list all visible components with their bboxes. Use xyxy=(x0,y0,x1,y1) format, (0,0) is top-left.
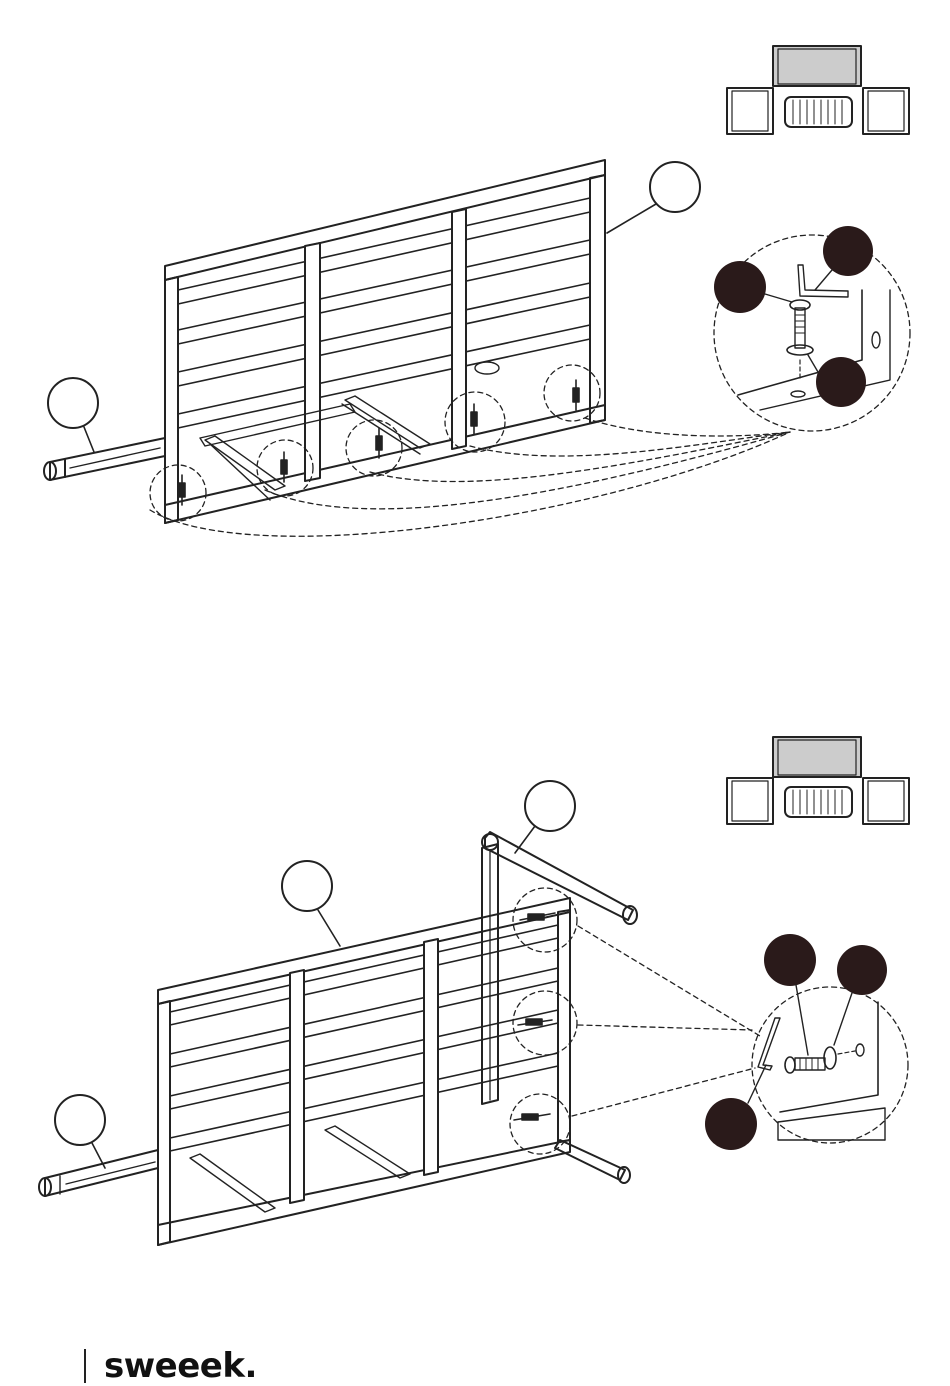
allen-key-detail xyxy=(758,1018,780,1070)
armrest-leg xyxy=(482,832,637,1183)
part-callout-back-panel xyxy=(282,861,332,911)
part-callout-back-panel xyxy=(650,162,700,212)
detail-view-2 xyxy=(758,1002,885,1140)
fixing-highlight-circles xyxy=(150,235,910,536)
assembly-step-2 xyxy=(0,720,950,1280)
back-panel xyxy=(158,898,570,1245)
hardware-callout-bolt xyxy=(714,261,766,313)
hardware-callout-allen-key xyxy=(823,226,873,276)
locator-right-armchair xyxy=(863,88,909,134)
locator-left-armchair xyxy=(727,88,773,134)
brand-logo: sweeek. xyxy=(104,1346,257,1386)
back-panel xyxy=(165,160,605,523)
part-callout-armrest-leg xyxy=(525,781,575,831)
footer: sweeek. xyxy=(84,1346,257,1386)
step-2-illustration xyxy=(0,720,950,1280)
part-callout-rail xyxy=(48,378,98,428)
footer-divider xyxy=(84,1349,86,1383)
locator-diagram xyxy=(727,46,909,134)
hardware-callout-allen-key xyxy=(705,1098,757,1150)
hardware-callout-washer xyxy=(816,357,866,407)
fixing-bolts xyxy=(179,380,579,505)
step-1-illustration xyxy=(0,0,950,650)
locator-diagram xyxy=(727,737,909,824)
part-callout-rail xyxy=(55,1095,105,1145)
locator-left-armchair xyxy=(727,778,773,824)
hardware-callouts xyxy=(705,934,887,1150)
hardware-callout-washer xyxy=(837,945,887,995)
rail xyxy=(44,438,165,480)
locator-right-armchair xyxy=(863,778,909,824)
assembly-step-1 xyxy=(0,0,950,650)
hardware-callout-bolt xyxy=(764,934,816,986)
